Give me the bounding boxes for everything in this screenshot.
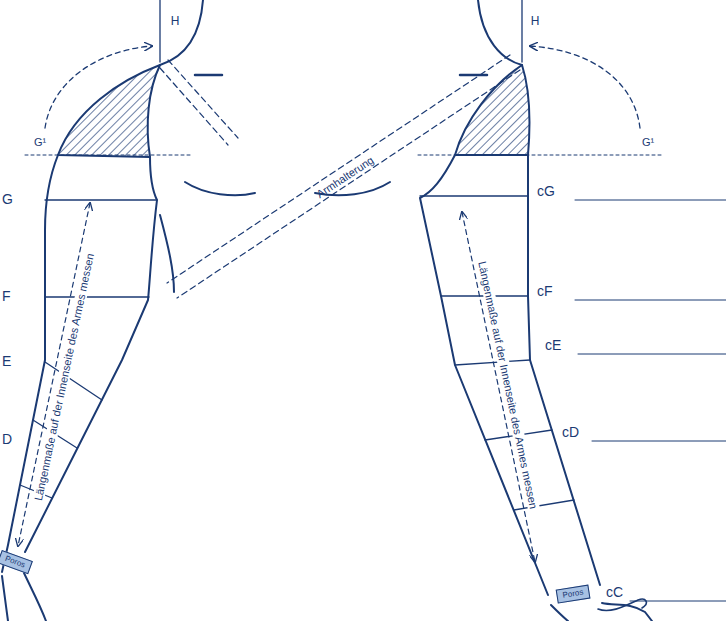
collar-mark bbox=[195, 74, 222, 77]
shoulder-hatch bbox=[58, 65, 160, 157]
arm-outline bbox=[24, 573, 46, 621]
entry-rules bbox=[575, 200, 726, 601]
arm-outline bbox=[528, 155, 600, 585]
hand-outline bbox=[551, 605, 568, 621]
measure-point: cE bbox=[545, 338, 561, 353]
length-arrow bbox=[462, 212, 535, 562]
arm-outline bbox=[25, 157, 157, 552]
measure-point: cC bbox=[606, 585, 623, 600]
g1-line bbox=[25, 155, 190, 156]
arm-holder-lines bbox=[160, 55, 520, 298]
collar-mark bbox=[460, 74, 487, 77]
measure-point: cD bbox=[562, 425, 579, 440]
measure-arc bbox=[45, 46, 152, 128]
h-line bbox=[521, 0, 522, 62]
g1-label: G¹ bbox=[642, 136, 654, 148]
measure-point: D bbox=[2, 432, 12, 447]
band-label: Poros bbox=[4, 554, 27, 569]
g1-label: G¹ bbox=[34, 136, 46, 148]
measure-point: G bbox=[2, 192, 13, 207]
torso-outline bbox=[160, 215, 174, 292]
measure-point: cF bbox=[537, 284, 553, 299]
chest-curve bbox=[185, 182, 255, 195]
wrist-band: Poros bbox=[0, 550, 33, 574]
h-line bbox=[159, 0, 160, 62]
arm-outline bbox=[2, 155, 58, 572]
measure-point: cG bbox=[537, 184, 555, 199]
band-label: Poros bbox=[562, 588, 584, 600]
length-arrow bbox=[18, 203, 90, 546]
measure-arc bbox=[530, 46, 640, 128]
wrist-band: Poros bbox=[556, 585, 591, 604]
measure-point: F bbox=[2, 289, 11, 304]
shoulder-hatch bbox=[455, 65, 530, 155]
h-label: H bbox=[171, 15, 180, 28]
measure-point: E bbox=[2, 354, 11, 369]
arm-holder-label: Armhalterung bbox=[314, 154, 376, 201]
arm-outline bbox=[2, 576, 8, 621]
neck-outline bbox=[160, 0, 203, 65]
h-label: H bbox=[531, 15, 540, 28]
neck-outline bbox=[478, 0, 522, 65]
